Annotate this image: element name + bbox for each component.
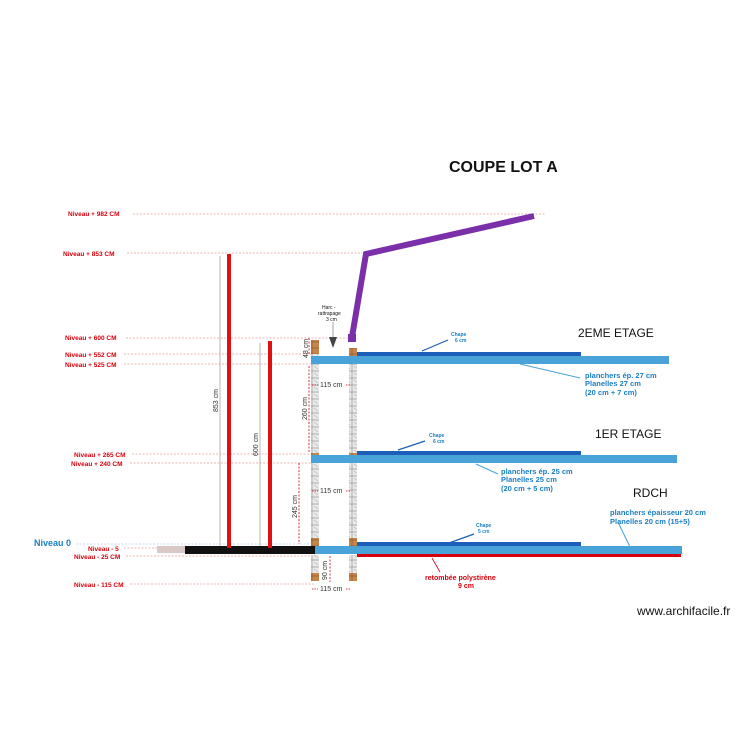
chape-note: Chape [451,332,467,338]
chape-note: 6 cm [455,338,467,344]
chape-note: 5 cm [478,529,490,535]
wall-right-band-0 [349,538,357,546]
dim-115-bottom: 115 cm [320,586,343,593]
level-label: Niveau - 25 CM [74,554,120,561]
level-lines [76,213,545,585]
foundation-right-brick [349,573,357,581]
roof-line [349,213,535,338]
wall-right-top-brick [349,348,357,356]
floor-label-1er: 1ER ETAGE [595,427,661,441]
chape-note: Chape [476,523,492,529]
wall-left-upper [311,340,319,546]
retombee-note: retombée polystirène [425,575,496,582]
chape-rdch [357,542,581,546]
harc-note: rattrapage [318,311,341,317]
level-labels: Niveau + 982 CM Niveau + 853 CM Niveau +… [34,211,125,589]
chape-note: 6 cm [433,439,445,445]
retombee-note: 9 cm [458,583,474,590]
dim-853-label: 853 cm [213,389,220,412]
plancher-note: (20 cm + 7 cm) [585,388,637,397]
slab-1er [311,455,677,463]
dim-115-mid: 115 cm [320,488,343,495]
foundation-left-brick [311,573,319,581]
chape-1er [357,451,581,455]
chape-arrows [397,339,475,544]
drawing-title: COUPE LOT A [449,159,558,176]
pole-853 [227,254,231,548]
roof-support [348,334,356,342]
slab-rdch [315,546,682,554]
chape-2eme [357,352,581,356]
floor-label-rdch: RDCH [633,486,668,500]
level-label: Niveau + 600 CM [65,335,116,342]
dim-245-label: 245 cm [292,495,299,518]
plancher-note: planchers ép. 25 cm [501,467,573,476]
ground-slab [185,546,315,554]
plancher-note: Planelles 20 cm (15+5) [610,517,690,526]
wall-left-band-0 [311,538,319,546]
dim-48-label: 48 cm [303,339,310,358]
retombee-polystirene [357,554,681,557]
dim-90-label: 90 cm [322,561,329,580]
retombee-arrow [431,557,441,573]
wall-right-upper [349,356,357,546]
level-label: Niveau + 552 CM [65,352,116,359]
plancher-note: planchers ép. 27 cm [585,371,657,380]
harc-marker [329,337,337,348]
width-dims [312,384,350,590]
level-label: Niveau - 5 [88,546,119,553]
level-label: Niveau + 853 CM [63,251,114,258]
level-label: Niveau + 265 CM [74,452,125,459]
site-watermark: www.archifacile.fr [636,604,730,618]
level-label: Niveau + 525 CM [65,362,116,369]
level-label-zero: Niveau 0 [34,538,71,548]
level-label: Niveau - 115 CM [74,582,124,589]
foundation-left [311,555,319,581]
dim-260-label: 260 cm [302,397,309,420]
dim-600-label: 600 cm [253,433,260,456]
plancher-note: Planelles 27 cm [585,379,641,388]
level-label: Niveau + 240 CM [71,461,122,468]
plancher-note: Planelles 25 cm [501,475,557,484]
wall-left-top-brick [311,340,319,354]
plancher-note: planchers épaisseur 20 cm [610,508,706,517]
pole-dimensions [219,256,261,546]
plancher-arrows [475,363,631,548]
harc-note: Harc - [322,305,336,311]
harc-note: 3 cm [326,317,337,323]
slab-2eme [311,356,669,364]
plancher-note: (20 cm + 5 cm) [501,484,553,493]
dim-115-top: 115 cm [320,382,343,389]
vertical-dims [298,338,331,582]
level-label: Niveau + 982 CM [68,211,119,218]
terrain-grey [157,546,185,553]
pole-600 [268,341,272,548]
floor-label-2eme: 2EME ETAGE [578,326,654,340]
chape-note: Chape [429,433,445,439]
foundation-right [349,555,357,581]
